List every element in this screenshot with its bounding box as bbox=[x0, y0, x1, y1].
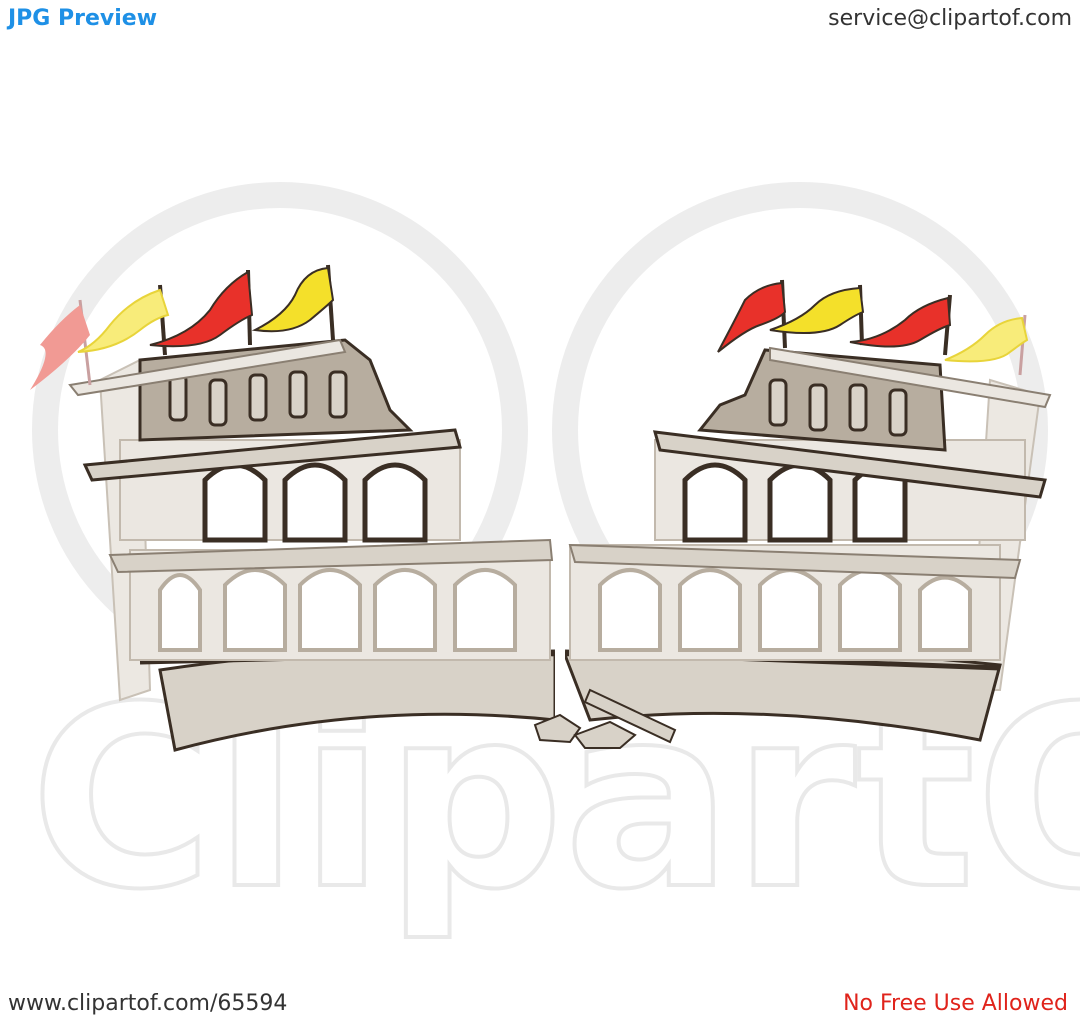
rubble bbox=[533, 688, 677, 749]
colosseum-left-half bbox=[30, 264, 555, 752]
service-email-label: service@clipartof.com bbox=[828, 6, 1072, 31]
jpg-preview-label: JPG Preview bbox=[8, 6, 158, 31]
flags-right bbox=[717, 279, 1029, 376]
flags-left bbox=[30, 264, 335, 390]
clipartof-url-label: www.clipartof.com/65594 bbox=[8, 991, 288, 1016]
colosseum-right-half bbox=[565, 279, 1052, 742]
no-free-use-label: No Free Use Allowed bbox=[843, 991, 1068, 1016]
